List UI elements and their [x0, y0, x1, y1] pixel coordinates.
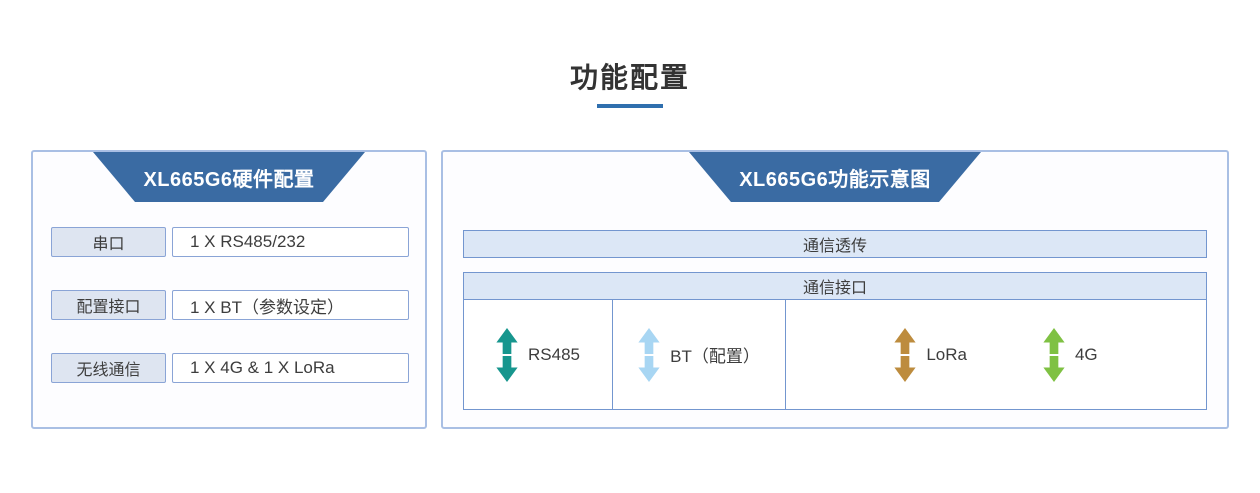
hardware-row-label: 配置接口: [51, 290, 166, 320]
hardware-row-wireless: 无线通信 1 X 4G & 1 X LoRa: [51, 353, 409, 383]
updown-arrow-icon: [496, 327, 518, 382]
page-title-block: 功能配置: [0, 60, 1260, 108]
interface-item-lora: LoRa: [894, 327, 967, 382]
hardware-row-value: 1 X 4G & 1 X LoRa: [172, 353, 409, 383]
interface-col-wireless: LoRa 4G: [785, 300, 1206, 409]
hardware-panel-title: XL665G6硬件配置: [143, 168, 315, 191]
updown-arrow-icon: [638, 327, 660, 382]
comm-passthrough-bar: 通信透传: [463, 230, 1207, 258]
panels-row: XL665G6硬件配置 串口 1 X RS485/232 配置接口 1 X BT…: [31, 150, 1229, 429]
interface-item-rs485: RS485: [496, 327, 580, 382]
interface-item-4g: 4G: [1043, 327, 1098, 382]
comm-interface-header: 通信接口: [464, 273, 1206, 300]
title-underline: [597, 104, 663, 108]
interface-item-label: LoRa: [926, 344, 967, 364]
interface-item-label: BT（配置）: [670, 347, 760, 366]
hardware-row-serial: 串口 1 X RS485/232: [51, 227, 409, 257]
interface-item-label: 4G: [1074, 344, 1098, 364]
hardware-row-label: 无线通信: [51, 353, 166, 383]
interface-item-bt: BT（配置）: [638, 327, 760, 382]
hardware-panel-header: XL665G6硬件配置: [93, 152, 365, 202]
page-title: 功能配置: [569, 62, 690, 93]
hardware-rows: 串口 1 X RS485/232 配置接口 1 X BT（参数设定） 无线通信 …: [33, 202, 425, 383]
interface-col-bt: BT（配置）: [612, 300, 785, 409]
updown-arrow-icon: [894, 327, 916, 382]
comm-interface-body: RS485 BT（配置）: [464, 300, 1206, 409]
hardware-row-value: 1 X RS485/232: [172, 227, 409, 257]
hardware-config-panel: XL665G6硬件配置 串口 1 X RS485/232 配置接口 1 X BT…: [31, 150, 427, 429]
diagram-panel-header: XL665G6功能示意图: [689, 152, 981, 202]
comm-interface-box: 通信接口 RS485: [463, 272, 1207, 410]
interface-col-rs485: RS485: [464, 300, 612, 409]
hardware-row-value: 1 X BT（参数设定）: [172, 290, 409, 320]
function-diagram-panel: XL665G6功能示意图 通信透传 通信接口 RS485: [441, 150, 1229, 429]
hardware-row-config-interface: 配置接口 1 X BT（参数设定）: [51, 290, 409, 320]
hardware-row-label: 串口: [51, 227, 166, 257]
diagram-panel-title: XL665G6功能示意图: [739, 168, 931, 191]
updown-arrow-icon: [1043, 327, 1065, 382]
interface-item-label: RS485: [528, 344, 580, 364]
